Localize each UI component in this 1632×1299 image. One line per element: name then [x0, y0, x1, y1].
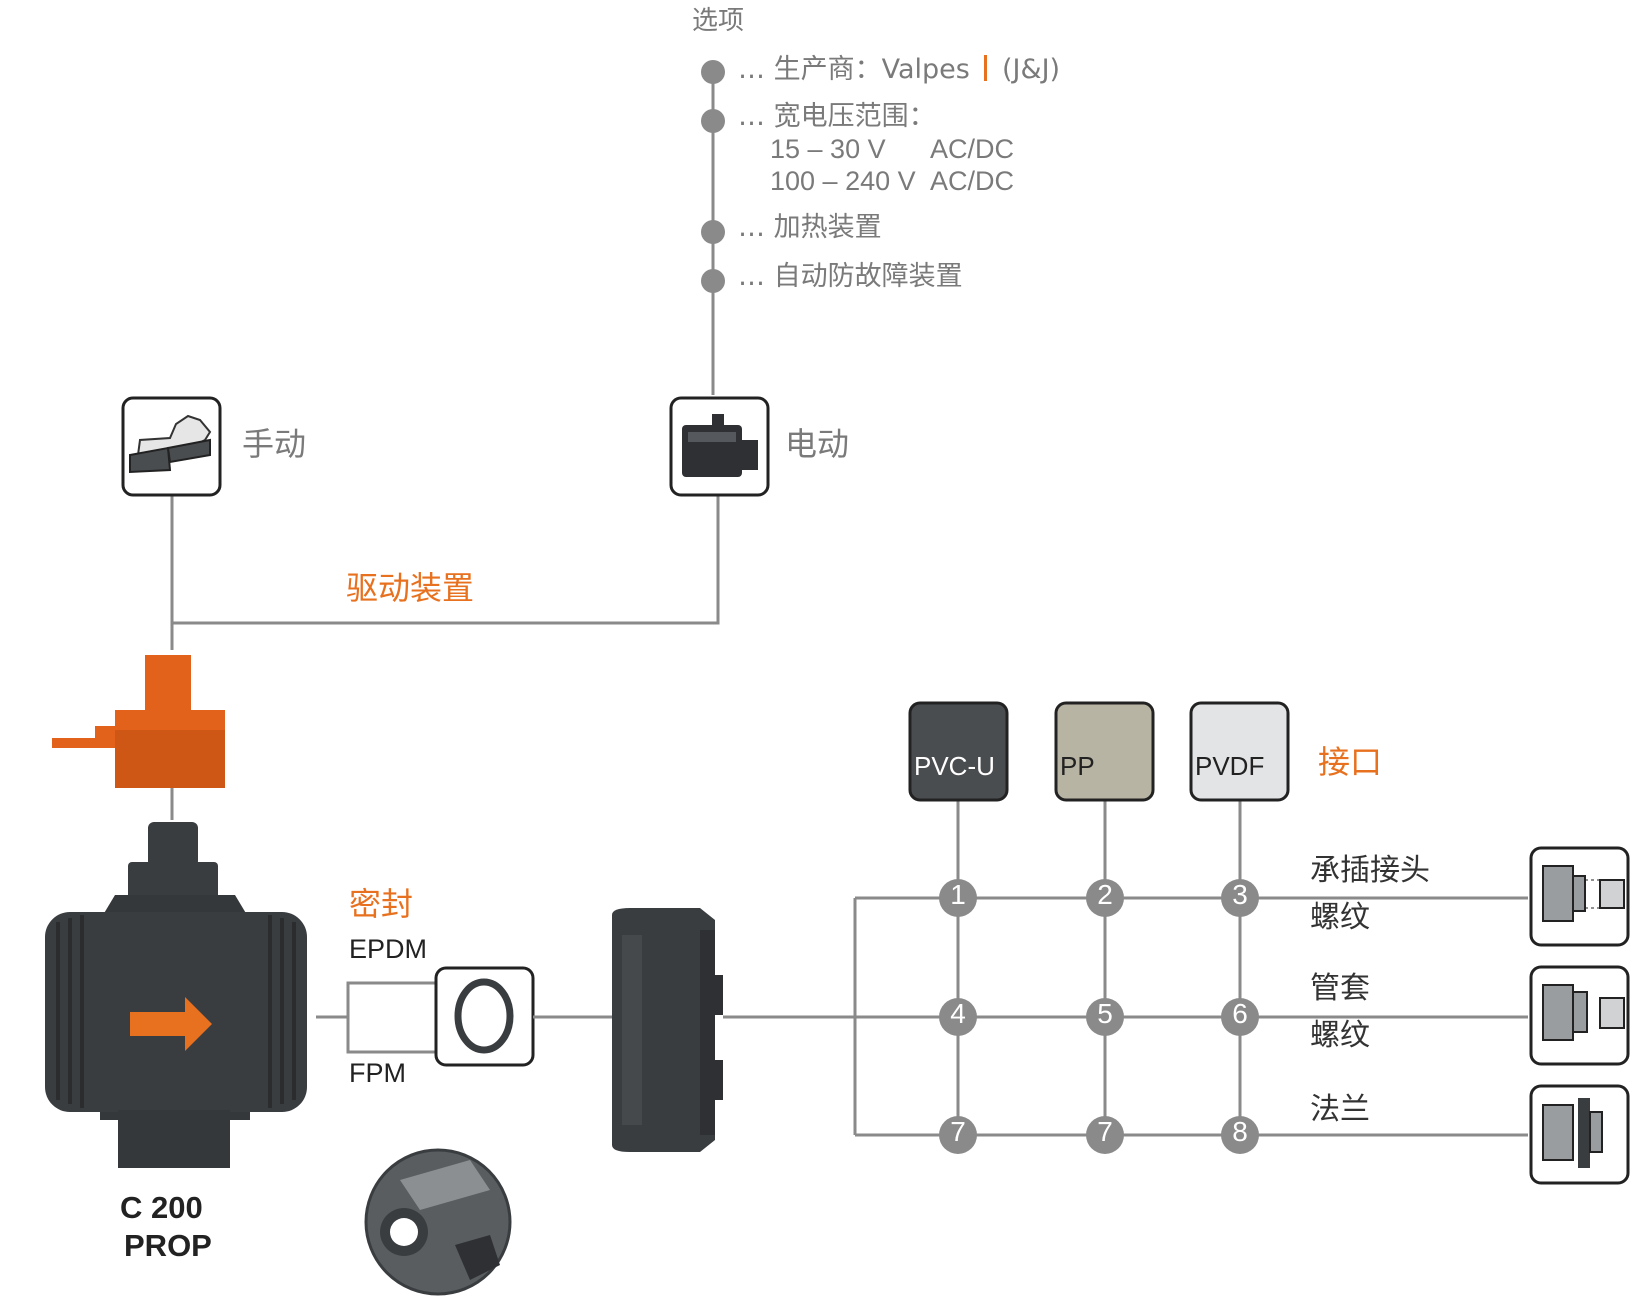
voltage-row2-type: AC/DC [930, 166, 1015, 196]
node-circle [939, 879, 977, 917]
seal-title: 密封 [349, 885, 414, 923]
node-number: 7 [950, 1116, 966, 1147]
connection-title: 接口 [1318, 743, 1383, 781]
manual-label: 手动 [242, 425, 307, 463]
voltage-row1-range: 15 – 30 V [770, 134, 886, 164]
connection-row3-line1: 法兰 [1310, 1092, 1370, 1127]
material-swatch-pvcu [908, 701, 1009, 802]
voltage-row1-type: AC/DC [930, 134, 1015, 164]
option-dot [701, 109, 725, 133]
option-dot [701, 269, 725, 293]
seal-option-fpm: FPM [349, 1058, 406, 1088]
union-connection-icon [1529, 965, 1630, 1066]
option-heating: … 加热装置 [738, 212, 882, 243]
node-circle [939, 1116, 977, 1154]
actuation-title: 驱动装置 [346, 569, 475, 607]
material-swatch-pp [1054, 701, 1155, 802]
options-heading: 选项 [692, 6, 745, 36]
ball-icon [364, 1148, 512, 1296]
connection-row1-line1: 承插接头 [1310, 853, 1430, 888]
actuation-connector [170, 495, 720, 625]
option-manufacturer-suffix: (J&J) [1002, 54, 1061, 85]
flow-arrow-icon [130, 997, 212, 1051]
node-circle [1086, 1116, 1124, 1154]
node-circle [939, 998, 977, 1036]
option-dot [701, 220, 725, 244]
valve-body [45, 822, 307, 1168]
seal-bracket [346, 981, 436, 1054]
node-circle [1221, 879, 1259, 917]
option-manufacturer-prefix: … 生产商：Valpes [738, 54, 970, 85]
manual-actuator-icon [121, 396, 222, 497]
connection-row2-line1: 管套 [1310, 971, 1370, 1006]
actuator-adapter [52, 655, 225, 788]
seal-option-epdm: EPDM [349, 934, 428, 964]
union-nut [612, 908, 723, 1152]
voltage-row2-range: 100 – 240 V [770, 166, 916, 196]
material-swatch-pvdf [1189, 701, 1290, 802]
material-label-pp: PP [1060, 751, 1095, 781]
node-number: 3 [1232, 879, 1248, 910]
connection-nodes [939, 879, 1259, 1154]
node-number: 1 [950, 879, 966, 910]
model-line2: PROP [124, 1228, 212, 1263]
connection-row2-line2: 螺纹 [1310, 1018, 1370, 1053]
option-voltage-title: … 宽电压范围： [738, 101, 936, 132]
socket-connection-icon [1529, 846, 1630, 947]
flange-connection-icon [1529, 1084, 1630, 1185]
node-number: 6 [1232, 998, 1248, 1029]
node-number: 8 [1232, 1116, 1248, 1147]
node-number: 5 [1097, 998, 1113, 1029]
manufacturer-separator [984, 55, 988, 81]
connection-row1-line2: 螺纹 [1310, 900, 1370, 935]
node-circle [1086, 879, 1124, 917]
model-line1: C 200 [120, 1190, 203, 1225]
node-circle [1221, 998, 1259, 1036]
option-dot [701, 60, 725, 84]
node-number: 7 [1097, 1116, 1113, 1147]
material-label-pvdf: PVDF [1195, 751, 1265, 781]
connection-grid [723, 800, 1528, 1137]
node-circle [1086, 998, 1124, 1036]
node-number: 2 [1097, 879, 1113, 910]
option-failsafe: … 自动防故障装置 [738, 261, 963, 292]
material-label-pvcu: PVC-U [914, 751, 995, 781]
electric-label: 电动 [785, 425, 850, 463]
node-circle [1221, 1116, 1259, 1154]
seal-ring-icon [434, 966, 535, 1067]
option-manufacturer: … 生产商：Valpes (J&J) [738, 55, 1060, 83]
electric-actuator-icon [669, 396, 770, 497]
node-number: 4 [950, 998, 966, 1029]
